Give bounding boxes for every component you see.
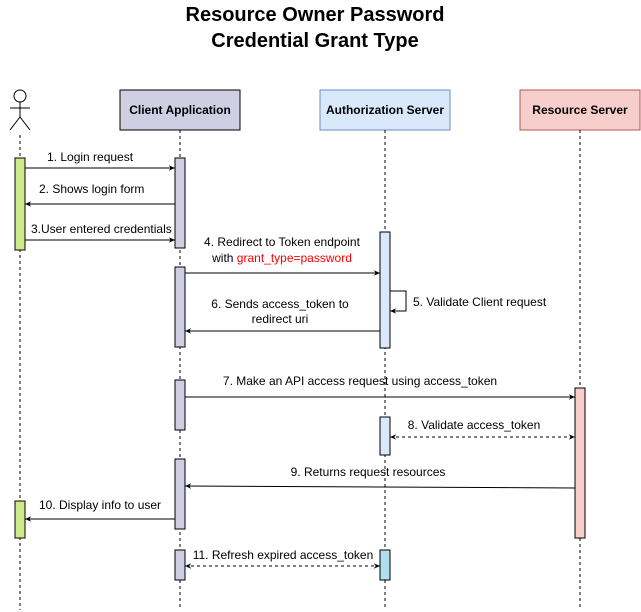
message-label: with grant_type=password <box>211 251 352 265</box>
message-label: 7. Make an API access request using acce… <box>223 374 497 388</box>
message-arrow <box>184 483 576 489</box>
client-activation <box>174 458 186 530</box>
message-label: 5. Validate Client request <box>413 295 547 309</box>
message-label: 8. Validate access_token <box>408 418 541 432</box>
client-application-box <box>119 89 241 131</box>
client-application-label: Client Application <box>129 103 231 117</box>
diagram-title-line-1: Resource Owner Password <box>186 4 445 26</box>
auth-server-activation <box>379 416 391 456</box>
client-activation <box>174 379 186 431</box>
message-label: 2. Shows login form <box>39 182 144 196</box>
message-label-prefix: with <box>211 251 237 265</box>
client-activation <box>174 549 186 581</box>
message-label: 10. Display info to user <box>39 498 161 512</box>
client-activation <box>174 266 186 348</box>
resource-server-box <box>519 89 641 131</box>
user-activation <box>14 157 26 251</box>
auth-server-activation <box>379 231 391 349</box>
message-label: 9. Returns request resources <box>291 465 446 479</box>
diagram-title-line-2: Credential Grant Type <box>211 30 418 52</box>
message-label: 1. Login request <box>47 150 134 164</box>
grant-type-highlight: grant_type=password <box>237 251 352 265</box>
resource-server-label: Resource Server <box>532 103 628 117</box>
authorization-server-label: Authorization Server <box>326 103 444 117</box>
auth-server-activation <box>379 549 391 581</box>
user-activation <box>14 500 26 539</box>
self-call-arrow <box>390 290 407 314</box>
resource-server-activation <box>574 387 586 539</box>
message-label: redirect uri <box>252 312 309 326</box>
message-label: 11. Refresh expired access_token <box>193 548 374 562</box>
message-label: 6. Sends access_token to <box>211 297 349 311</box>
message-label: 3.User entered credentials <box>31 222 172 236</box>
client-activation <box>174 157 186 249</box>
user-actor-icon <box>9 89 31 131</box>
message-label: 4. Redirect to Token endpoint <box>204 235 361 249</box>
authorization-server-box <box>319 89 451 131</box>
